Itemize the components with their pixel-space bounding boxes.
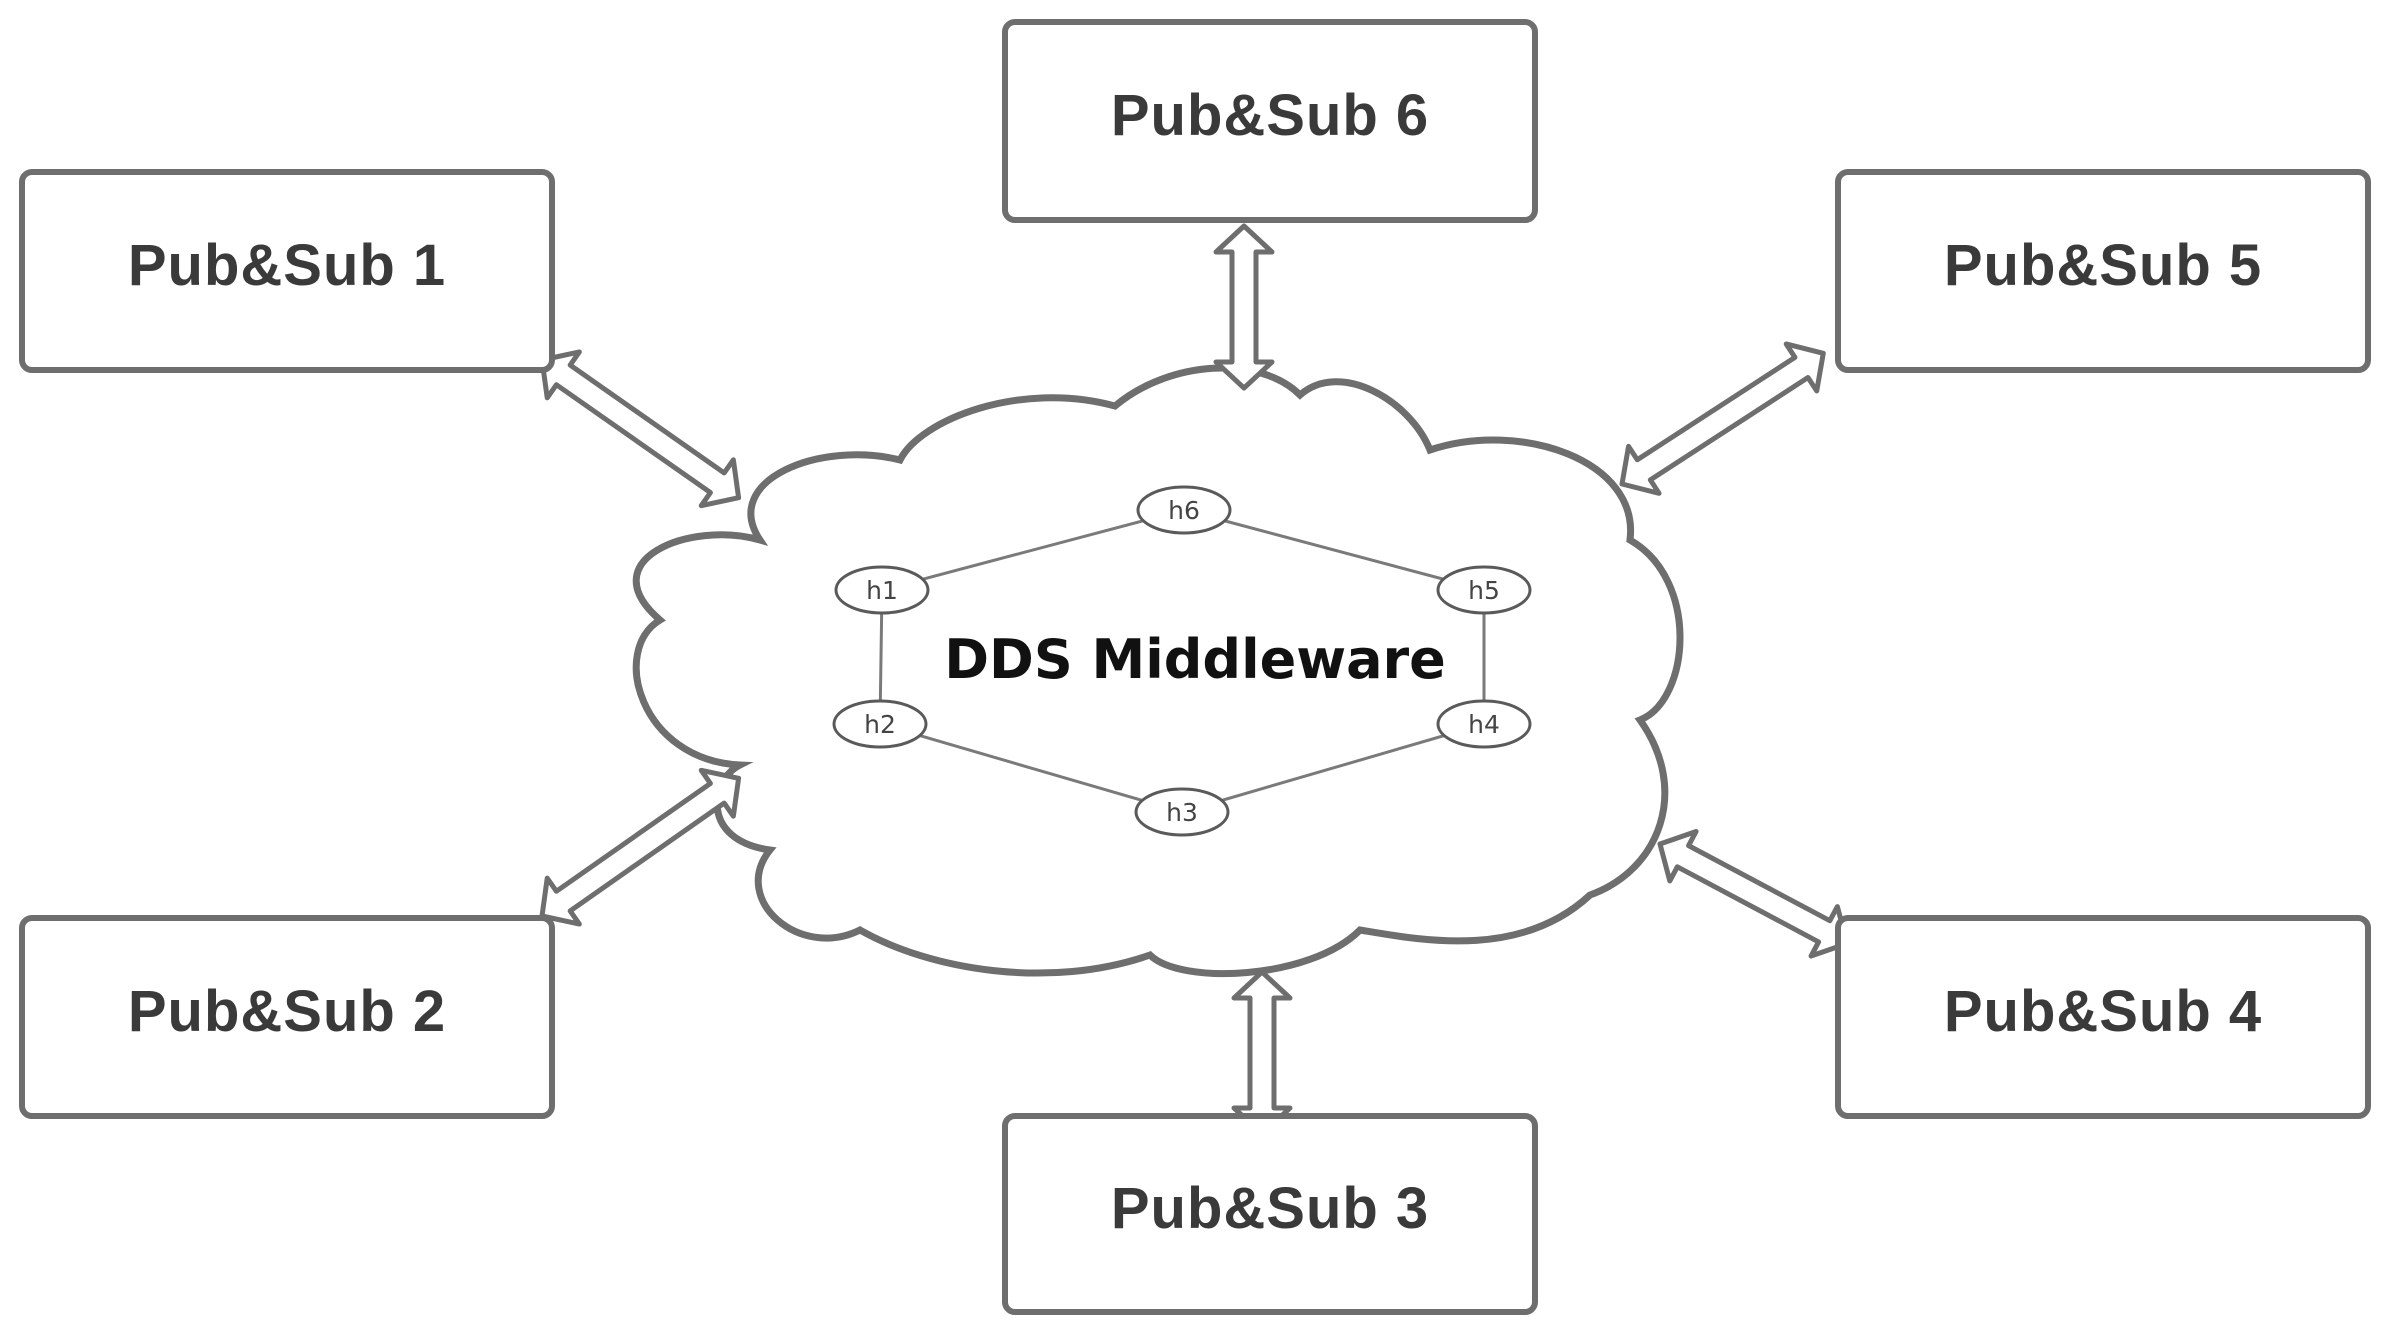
- pubsub-box-2: Pub&Sub 2: [19, 915, 555, 1119]
- arrow-ps2: [539, 767, 742, 927]
- node-circle-h5: [1436, 565, 1532, 615]
- pubsub-box-1: Pub&Sub 1: [19, 169, 555, 373]
- node-label-h4: h4: [1468, 710, 1500, 739]
- arrow-ps6: [1213, 223, 1275, 391]
- node-label-h3: h3: [1166, 798, 1198, 827]
- host-nodes: h1 h2 h3 h4 h5 h6: [832, 485, 1532, 837]
- node-label-h1: h1: [866, 576, 898, 605]
- pubsub-label-2: Pub&Sub 2: [128, 979, 446, 1044]
- node-label-h6: h6: [1168, 496, 1200, 525]
- pubsub-label-4: Pub&Sub 4: [1944, 979, 2262, 1044]
- link-arrows: [539, 223, 1850, 1137]
- pubsub-box-3: Pub&Sub 3: [1002, 1113, 1538, 1315]
- pubsub-box-6: Pub&Sub 6: [1002, 19, 1538, 223]
- arrow-ps5: [1619, 341, 1826, 496]
- host-node-h5: h5: [1436, 565, 1532, 615]
- host-node-h1: h1: [834, 565, 930, 615]
- node-label-h2: h2: [864, 710, 896, 739]
- pubsub-box-4: Pub&Sub 4: [1835, 915, 2371, 1119]
- edge-h3-h2: [879, 722, 1183, 814]
- pubsub-label-3: Pub&Sub 3: [1111, 1176, 1429, 1241]
- pubsub-box-5: Pub&Sub 5: [1835, 169, 2371, 373]
- pubsub-label-1: Pub&Sub 1: [128, 233, 446, 298]
- arrow-ps1: [539, 349, 742, 509]
- arrow-ps4: [1657, 828, 1850, 959]
- edge-h1-h6: [881, 508, 1185, 592]
- arrow-ps3: [1231, 969, 1293, 1137]
- node-circle-h1: [834, 565, 930, 615]
- edge-h4-h3: [1181, 722, 1485, 814]
- host-node-h2: h2: [832, 699, 928, 749]
- host-node-h6: h6: [1136, 485, 1232, 535]
- edge-h6-h5: [1183, 508, 1485, 592]
- pubsub-label-6: Pub&Sub 6: [1111, 83, 1429, 148]
- node-label-h5: h5: [1468, 576, 1500, 605]
- host-node-h4: h4: [1436, 699, 1532, 749]
- node-circle-h6: [1136, 485, 1232, 535]
- dds-cloud: [632, 364, 1684, 977]
- node-circle-h3: [1134, 787, 1230, 837]
- node-circle-h4: [1436, 699, 1532, 749]
- center-label: DDS Middleware: [944, 628, 1446, 691]
- pubsub-label-5: Pub&Sub 5: [1944, 233, 2262, 298]
- host-node-h3: h3: [1134, 787, 1230, 837]
- node-circle-h2: [832, 699, 928, 749]
